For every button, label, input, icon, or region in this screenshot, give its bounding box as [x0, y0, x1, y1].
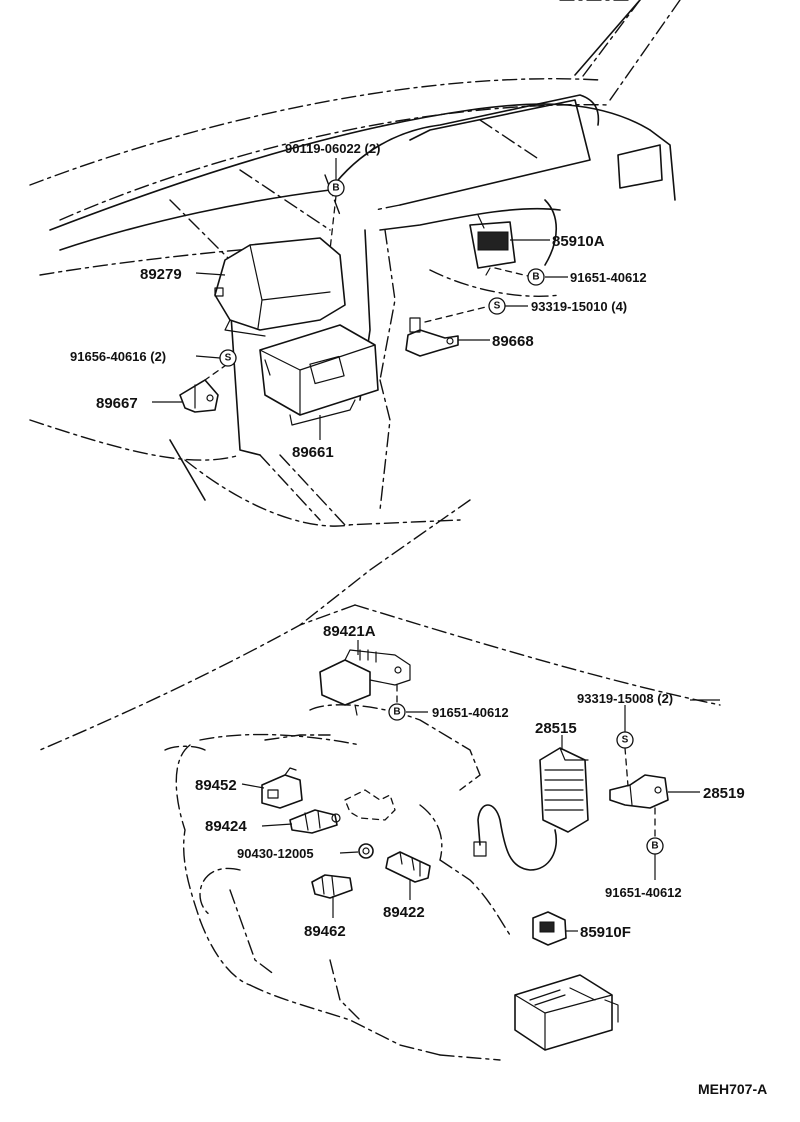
callout-89452: 89452 — [195, 777, 237, 794]
svg-text:S: S — [225, 353, 232, 364]
callout-89279: 89279 — [140, 266, 182, 283]
callout-93319-15010: 93319-15010 (4) — [531, 299, 627, 314]
callout-85910A: 85910A — [552, 233, 605, 250]
svg-text:B: B — [651, 841, 658, 852]
callout-89661: 89661 — [292, 444, 334, 461]
callout-89462: 89462 — [304, 923, 346, 940]
diagram-ref-code: MEH707-A — [698, 1081, 767, 1097]
callout-28519: 28519 — [703, 785, 745, 802]
resistor-28515 — [473, 747, 589, 871]
bolt-symbol: B — [327, 179, 345, 197]
callout-91651-40612-mid: 91651-40612 — [432, 705, 509, 720]
bolt-symbol: B — [646, 837, 664, 855]
bracket-89668 — [405, 317, 459, 357]
relay-85910A — [469, 214, 516, 276]
engine-outline — [39, 604, 721, 1061]
bracket-28519 — [609, 774, 669, 809]
bracket-89667 — [179, 379, 219, 413]
callout-28515: 28515 — [535, 720, 577, 737]
svg-text:B: B — [393, 707, 400, 718]
sensor-89421A — [319, 649, 411, 716]
callout-89668: 89668 — [492, 333, 534, 350]
screw-symbol: S — [488, 297, 506, 315]
dashboard-outline — [29, 0, 681, 626]
callout-91651-40612-bot: 91651-40612 — [605, 885, 682, 900]
cover-89279 — [214, 237, 346, 337]
callout-labels: 90119-06022 (2) 85910A 91651-40612 93319… — [70, 141, 767, 1097]
sensor-89452 — [261, 767, 303, 809]
gasket-90430 — [358, 843, 374, 859]
svg-text:B: B — [532, 272, 539, 283]
sensor-89422 — [385, 851, 431, 883]
sensor-89462 — [311, 874, 353, 899]
svg-text:S: S — [622, 735, 629, 746]
battery-box — [514, 974, 619, 1051]
screw-symbol: S — [219, 349, 237, 367]
callout-91651-40612-top: 91651-40612 — [570, 270, 647, 285]
callout-89422: 89422 — [383, 904, 425, 921]
callout-85910F: 85910F — [580, 924, 631, 941]
callout-89424: 89424 — [205, 818, 247, 835]
callout-89421A: 89421A — [323, 623, 376, 640]
bolt-symbol: B — [388, 703, 406, 721]
relay-85910F — [532, 911, 567, 946]
callout-90119-06022: 90119-06022 (2) — [285, 141, 380, 156]
svg-text:S: S — [494, 301, 501, 312]
sensor-89424 — [289, 809, 341, 834]
svg-text:B: B — [332, 183, 339, 194]
callout-93319-15008: 93319-15008 (2) — [577, 691, 673, 706]
screw-symbol: S — [616, 731, 634, 749]
callout-91656-40616: 91656-40616 (2) — [70, 349, 166, 364]
bolt-symbol: B — [527, 268, 545, 286]
ecu-89661 — [259, 324, 379, 426]
callout-90430-12005: 90430-12005 — [237, 846, 314, 861]
callout-89667: 89667 — [96, 395, 138, 412]
